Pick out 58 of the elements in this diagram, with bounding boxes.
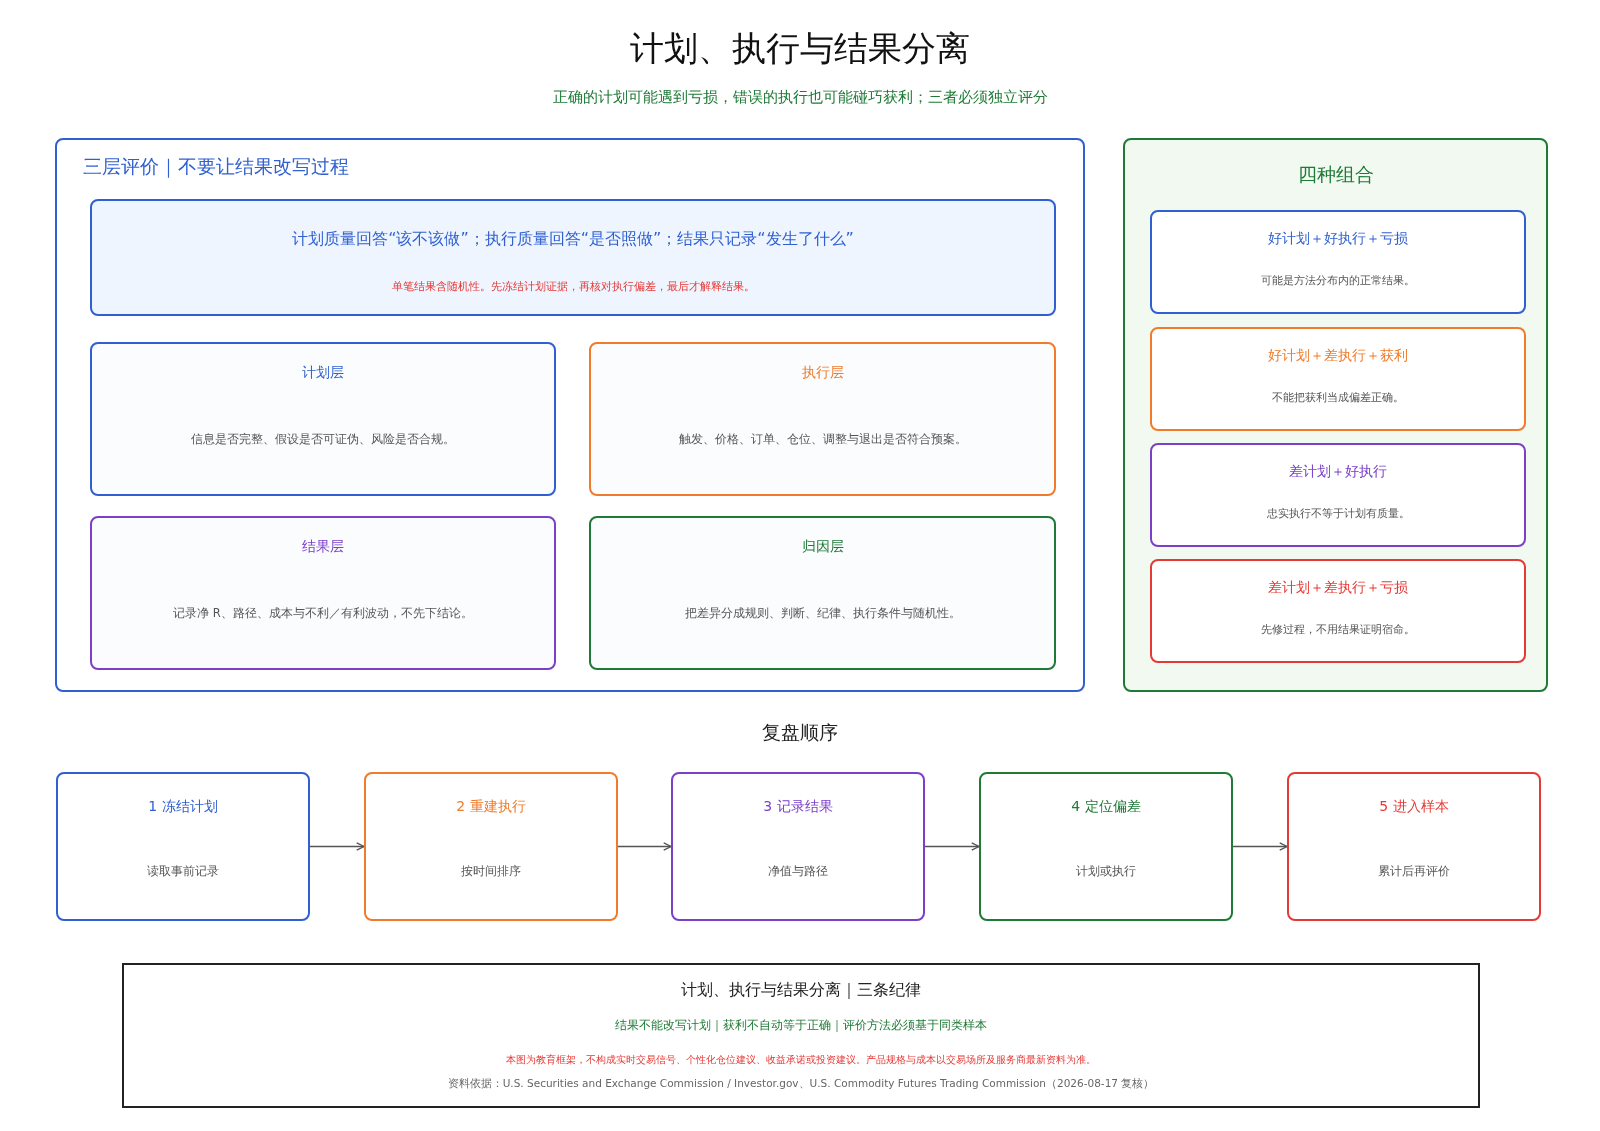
step-title: 5 进入样本 bbox=[1378, 798, 1450, 816]
footer-box bbox=[122, 963, 1480, 1108]
arrow bbox=[1232, 842, 1288, 851]
card-title: 归因层 bbox=[800, 538, 845, 556]
note-text: 单笔结果含随机性。先冻结计划证据，再核对执行偏差，最后才解释结果。 bbox=[390, 279, 756, 294]
section-heading: 复盘顺序 bbox=[761, 720, 839, 745]
combination-description: 可能是方法分布内的正常结果。 bbox=[1260, 274, 1416, 288]
combination-card bbox=[1150, 210, 1526, 314]
card-description: 信息是否完整、假设是否可证伪、风险是否合规。 bbox=[190, 432, 456, 447]
combination-card bbox=[1150, 327, 1526, 431]
step-box bbox=[1287, 772, 1541, 921]
step-title: 2 重建执行 bbox=[455, 798, 527, 816]
arrow bbox=[309, 842, 365, 851]
step-description: 读取事前记录 bbox=[146, 864, 220, 879]
card-title: 执行层 bbox=[800, 364, 845, 382]
step-box bbox=[671, 772, 925, 921]
subtitle: 正确的计划可能遇到亏损，错误的执行也可能碰巧获利；三者必须独立评分 bbox=[551, 88, 1049, 107]
combination-title: 好计划＋好执行＋亏损 bbox=[1267, 230, 1409, 248]
layer-card bbox=[589, 516, 1056, 670]
panel-heading: 四种组合 bbox=[1296, 162, 1375, 187]
step-description: 计划或执行 bbox=[1075, 864, 1137, 879]
arrow bbox=[924, 842, 980, 851]
card-title: 结果层 bbox=[301, 538, 345, 556]
rule-text: 结果不能改写计划｜获利不自动等于正确｜评价方法必须基于同类样本 bbox=[614, 1017, 988, 1034]
source-text: 资料依据：U.S. Securities and Exchange Commission / Investor.gov、U.S. Commodity Futures Trading Commission（2026-08-17 复核） bbox=[446, 1077, 1156, 1091]
summary-box bbox=[90, 199, 1056, 316]
card-description: 记录净 R、路径、成本与不利／有利波动，不先下结论。 bbox=[172, 606, 474, 621]
diagram-title: 计划、执行与结果分离 bbox=[629, 27, 971, 70]
card-title: 计划层 bbox=[301, 364, 345, 382]
panel bbox=[55, 138, 1085, 692]
step-title: 4 定位偏差 bbox=[1070, 798, 1142, 816]
footer-heading: 计划、执行与结果分离｜三条纪律 bbox=[680, 980, 922, 1001]
combination-description: 不能把获利当成偏差正确。 bbox=[1271, 391, 1405, 405]
combination-card bbox=[1150, 559, 1526, 663]
step-title: 1 冻结计划 bbox=[147, 798, 219, 816]
combination-title: 好计划＋差执行＋获利 bbox=[1267, 347, 1409, 365]
step-box bbox=[364, 772, 618, 921]
combination-description: 先修过程，不用结果证明宿命。 bbox=[1260, 623, 1416, 637]
layer-card bbox=[589, 342, 1056, 496]
combination-title: 差计划＋好执行 bbox=[1288, 463, 1388, 481]
combination-title: 差计划＋差执行＋亏损 bbox=[1267, 579, 1409, 597]
panel bbox=[1123, 138, 1548, 692]
step-box bbox=[979, 772, 1233, 921]
step-description: 累计后再评价 bbox=[1377, 864, 1451, 879]
layer-card bbox=[90, 342, 556, 496]
combination-card bbox=[1150, 443, 1526, 547]
step-box bbox=[56, 772, 310, 921]
card-description: 把差异分成规则、判断、纪律、执行条件与随机性。 bbox=[683, 606, 962, 621]
combination-description: 忠实执行不等于计划有质量。 bbox=[1265, 507, 1411, 521]
panel-heading: 三层评价｜不要让结果改写过程 bbox=[82, 154, 350, 180]
disclaimer-text: 本图为教育框架，不构成实时交易信号、个性化仓位建议、收益承诺或投资建议。产品规格与成本以交易场所及服务商最新资料为准。 bbox=[505, 1053, 1097, 1067]
summary-text: 计划质量回答“该不该做”；执行质量回答“是否照做”；结果只记录“发生了什么” bbox=[291, 229, 855, 250]
layer-card bbox=[90, 516, 556, 670]
step-description: 按时间排序 bbox=[460, 864, 522, 879]
arrow bbox=[617, 842, 672, 851]
step-description: 净值与路径 bbox=[767, 864, 829, 879]
card-description: 触发、价格、订单、仓位、调整与退出是否符合预案。 bbox=[677, 432, 968, 447]
step-title: 3 记录结果 bbox=[762, 798, 834, 816]
